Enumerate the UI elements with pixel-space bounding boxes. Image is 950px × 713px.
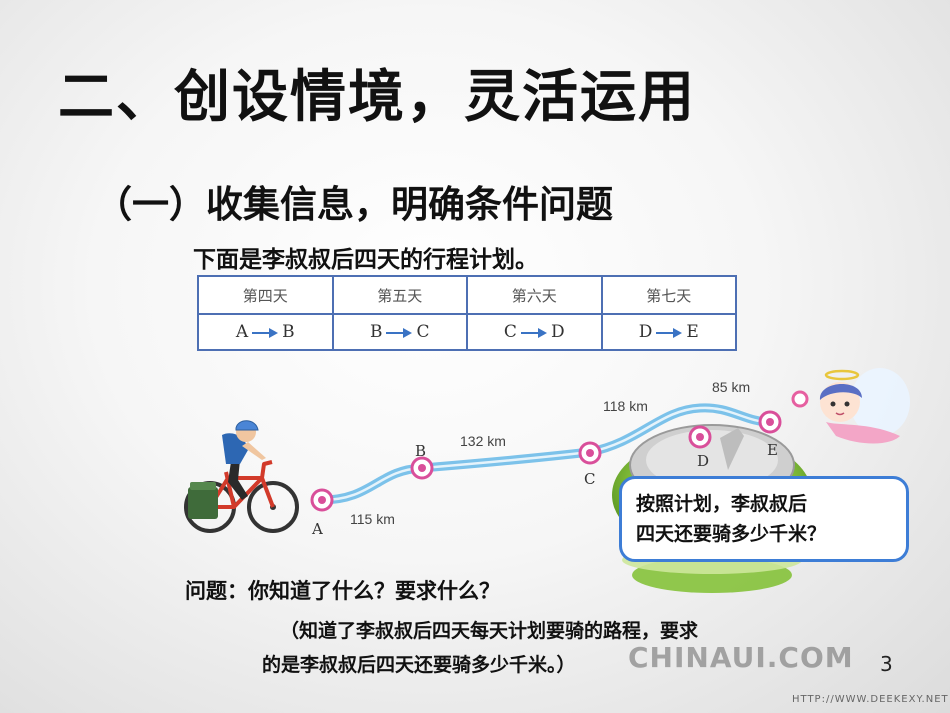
route-to: E — [686, 322, 699, 342]
watermark-logo: CHINAUI.COM — [628, 641, 854, 674]
route-marker-a — [310, 488, 334, 512]
route-marker-c — [578, 441, 602, 465]
route-marker-b — [410, 456, 434, 480]
point-label-d: D — [697, 452, 709, 470]
speech-line: 按照计划，李叔叔后 — [636, 493, 808, 515]
right-arrow-icon — [520, 327, 547, 338]
distance-label: 132 km — [460, 433, 506, 449]
distance-label: 85 km — [712, 379, 750, 395]
cyclist-illustration — [184, 420, 299, 533]
route-from: C — [503, 322, 517, 342]
point-label-c: C — [584, 470, 595, 488]
angel-illustration — [791, 368, 910, 444]
intro-text: 下面是李叔叔后四天的行程计划。 — [193, 247, 538, 273]
route-to: C — [416, 322, 430, 342]
speech-bubble: 按照计划，李叔叔后 四天还要骑多少千米？ — [619, 476, 909, 562]
route-from: B — [369, 322, 383, 342]
section-heading: （一）收集信息，明确条件问题 — [95, 183, 613, 226]
speech-line: 四天还要骑多少千米？ — [636, 523, 827, 545]
route-from: D — [638, 322, 653, 342]
page-title: 二、创设情境，灵活运用 — [58, 65, 696, 130]
question-text: 问题：你知道了什么？要求什么？ — [185, 579, 500, 603]
point-label-e: E — [767, 441, 778, 459]
route-to: D — [550, 322, 565, 342]
point-label-a: A — [311, 520, 323, 538]
header-cell: 第七天 — [600, 275, 737, 315]
watermark-footer: HTTP://WWW.DEEKEXY.NET — [792, 694, 949, 705]
header-cell: 第四天 — [197, 275, 334, 315]
route-marker-e — [758, 410, 782, 434]
page-number: 3 — [880, 652, 893, 676]
answer-line: （知道了李叔叔后四天每天计划要骑的路程，要求 — [280, 620, 699, 642]
header-cell: 第五天 — [331, 275, 468, 315]
header-cell: 第六天 — [466, 275, 603, 315]
distance-label: 118 km — [603, 398, 648, 414]
answer-line: 的是李叔叔后四天还要骑多少千米。） — [262, 654, 576, 676]
right-arrow-icon — [252, 327, 279, 338]
route-to: B — [282, 322, 295, 342]
distance-label: 115 km — [350, 511, 395, 527]
route-marker-d — [688, 425, 712, 449]
right-arrow-icon — [656, 327, 683, 338]
point-label-b: B — [415, 442, 426, 460]
table-header-row: 第四天 第五天 第六天 第七天 — [197, 275, 737, 315]
route-from: A — [235, 322, 249, 342]
right-arrow-icon — [386, 327, 413, 338]
